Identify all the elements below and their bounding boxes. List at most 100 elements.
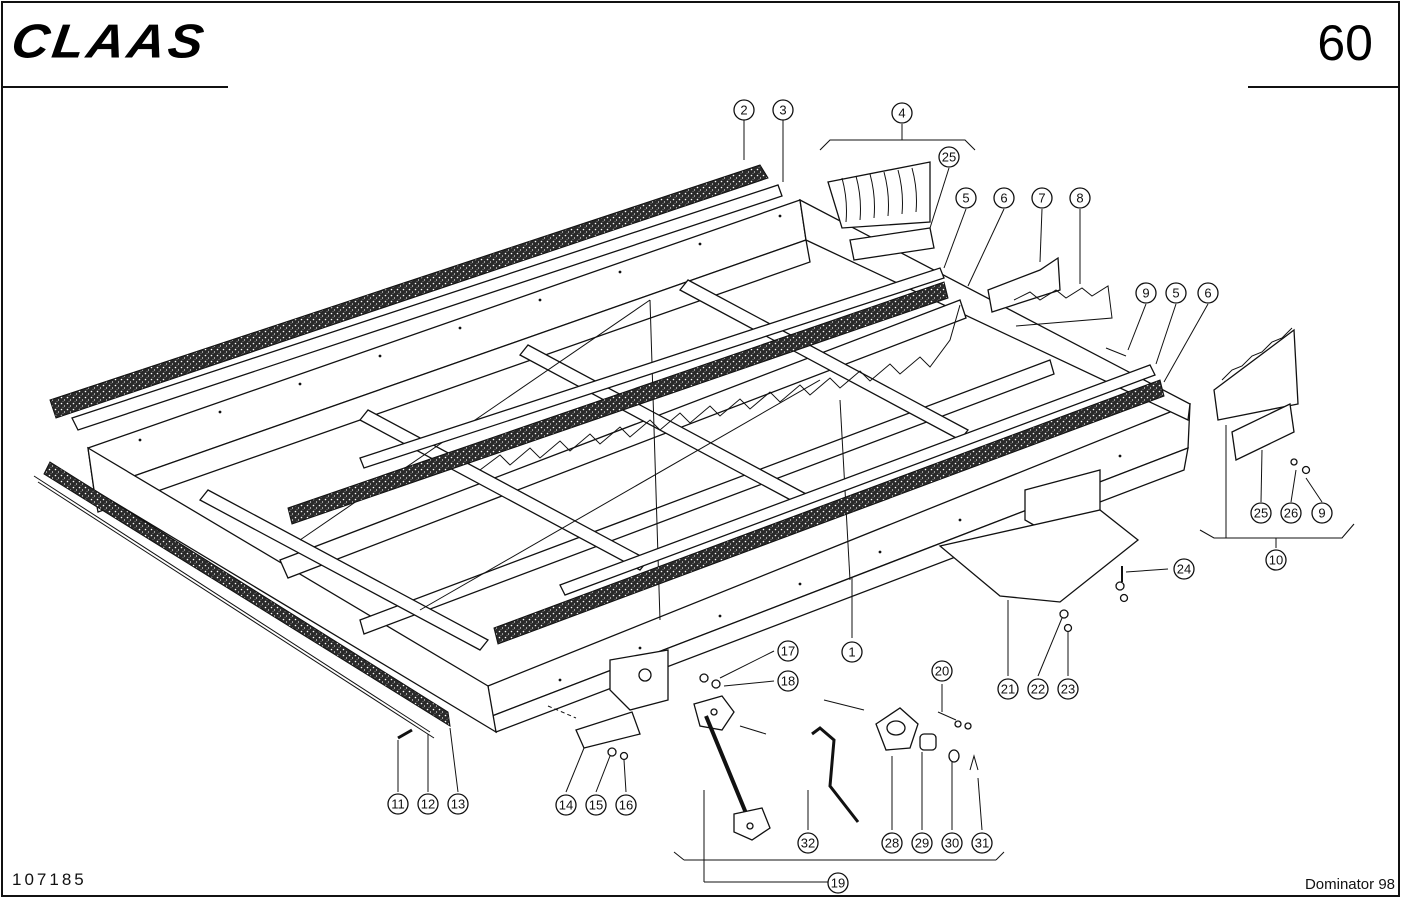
callout-14: 14	[555, 794, 577, 816]
svg-text:14: 14	[559, 798, 573, 813]
frame-mount-plate	[609, 649, 669, 711]
callout-22: 22	[1027, 678, 1049, 700]
seal-strip-13	[43, 461, 451, 727]
svg-text:3: 3	[779, 103, 786, 118]
model-name: Dominator 98	[1304, 876, 1395, 893]
callout-13: 13	[447, 793, 469, 815]
strip-6-upper	[287, 281, 949, 525]
callout-4: 4	[891, 102, 913, 124]
svg-text:22: 22	[1031, 682, 1045, 697]
svg-text:20: 20	[935, 664, 949, 679]
svg-text:31: 31	[975, 836, 989, 851]
callout-29: 29	[911, 832, 933, 854]
svg-text:29: 29	[915, 836, 929, 851]
angle-rail-12b	[37, 481, 435, 739]
svg-text:10: 10	[1269, 553, 1283, 568]
svg-text:15: 15	[589, 798, 603, 813]
svg-text:13: 13	[451, 797, 465, 812]
callout-1: 1	[841, 641, 863, 663]
svg-text:25: 25	[942, 150, 956, 165]
svg-text:4: 4	[898, 106, 905, 121]
callout-8: 8	[1069, 187, 1091, 209]
toothed-strip-8	[479, 304, 961, 471]
svg-text:8: 8	[1076, 191, 1083, 206]
rod-32	[811, 726, 860, 823]
callout-3: 3	[772, 99, 794, 121]
callout-25-lower: 25	[1250, 502, 1272, 524]
seal-strip-2	[49, 164, 769, 419]
plate-7	[987, 256, 1061, 313]
svg-text:30: 30	[945, 836, 959, 851]
svg-text:21: 21	[1001, 682, 1015, 697]
svg-text:28: 28	[885, 836, 899, 851]
side-panel-10	[1213, 327, 1299, 461]
callout-5-upper: 5	[955, 187, 977, 209]
frame-middle-member-2	[359, 359, 1055, 635]
cotter-pin-31	[969, 754, 979, 771]
svg-text:9: 9	[1142, 286, 1149, 301]
mount-hole	[638, 668, 652, 682]
callout-6-lower: 6	[1197, 282, 1219, 304]
callout-31: 31	[971, 832, 993, 854]
flange-28-hub	[886, 720, 906, 736]
washer-30	[948, 749, 960, 763]
callout-12: 12	[417, 793, 439, 815]
leader-lines	[397, 120, 1323, 831]
svg-text:16: 16	[619, 798, 633, 813]
drawing-number: 107185	[12, 870, 87, 889]
callout-30: 30	[941, 832, 963, 854]
cross-member-4	[679, 279, 969, 441]
svg-text:23: 23	[1061, 682, 1075, 697]
callout-7: 7	[1031, 187, 1053, 209]
callout-16: 16	[615, 794, 637, 816]
frame-rivets	[138, 214, 1122, 682]
callout-26: 26	[1280, 502, 1302, 524]
callout-9-lower: 9	[1311, 502, 1333, 524]
callout-10: 10	[1265, 549, 1287, 571]
svg-text:5: 5	[962, 191, 969, 206]
header-rule-right	[1248, 86, 1398, 88]
plate-8-teeth	[1013, 285, 1113, 327]
strip-5-upper	[359, 267, 945, 469]
angle-rail-12	[33, 475, 431, 733]
callout-20: 20	[931, 660, 953, 682]
svg-text:6: 6	[1000, 191, 1007, 206]
svg-text:5: 5	[1172, 286, 1179, 301]
callout-9-upper: 9	[1135, 282, 1157, 304]
svg-text:24: 24	[1177, 562, 1191, 577]
svg-text:2: 2	[740, 103, 747, 118]
strip-5-lower	[559, 364, 1156, 596]
svg-text:12: 12	[421, 797, 435, 812]
svg-text:19: 19	[831, 876, 845, 891]
hardware	[397, 347, 1311, 761]
callout-11: 11	[387, 793, 409, 815]
svg-text:1: 1	[848, 645, 855, 660]
bushing-29	[919, 733, 937, 751]
callout-2: 2	[733, 99, 755, 121]
page-number: 60	[1317, 15, 1373, 71]
callout-17: 17	[777, 640, 799, 662]
strip-6-lower	[493, 379, 1165, 645]
callout-28: 28	[881, 832, 903, 854]
svg-text:25: 25	[1254, 506, 1268, 521]
svg-text:11: 11	[391, 797, 405, 812]
svg-text:6: 6	[1204, 286, 1211, 301]
callout-23: 23	[1057, 678, 1079, 700]
callout-19: 19	[827, 872, 849, 894]
plate-25-upper	[849, 227, 935, 261]
svg-text:26: 26	[1284, 506, 1298, 521]
bracket-10	[1199, 523, 1355, 539]
callout-32: 32	[797, 832, 819, 854]
corrugated-panel-4	[827, 161, 935, 261]
callout-18: 18	[777, 670, 799, 692]
callout-5-lower: 5	[1165, 282, 1187, 304]
angle-rail-3	[71, 184, 783, 431]
main-frame	[87, 198, 1191, 734]
bracket-4	[819, 139, 976, 151]
callout-24: 24	[1173, 558, 1195, 580]
header-rule-left	[2, 86, 228, 88]
svg-text:32: 32	[801, 836, 815, 851]
